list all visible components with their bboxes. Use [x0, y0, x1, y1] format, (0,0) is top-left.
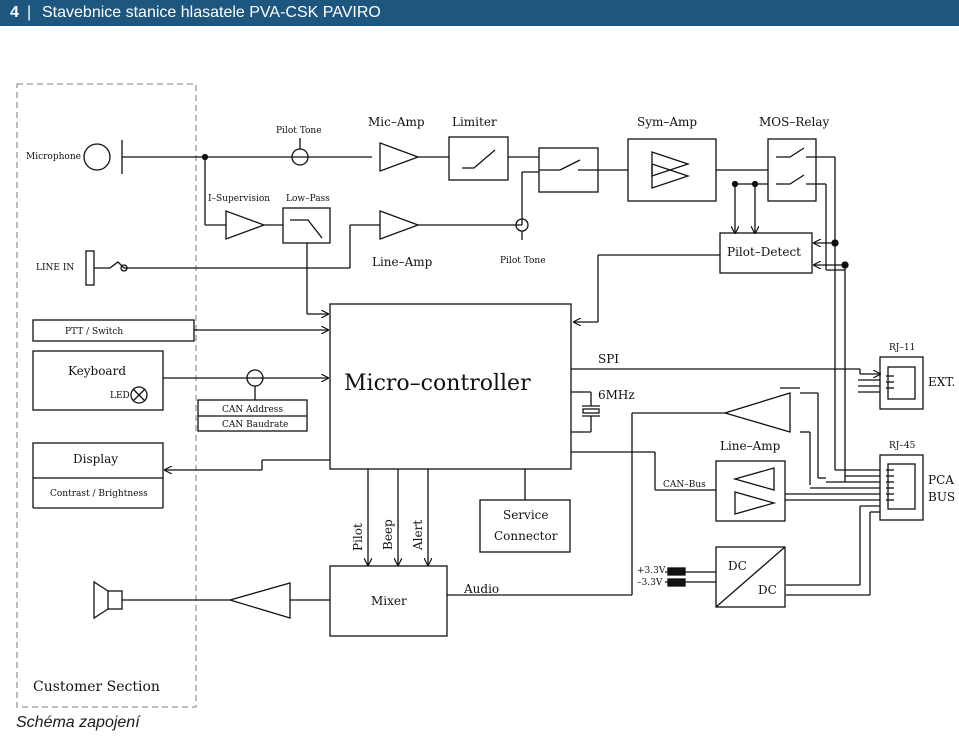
customer-section-region	[16, 83, 197, 708]
display-label: Display	[73, 452, 118, 466]
microcontroller-box	[329, 303, 572, 470]
ptt-switch-label: PTT / Switch	[65, 327, 123, 337]
output-amp-triangle	[227, 582, 291, 619]
microphone-symbol	[83, 143, 111, 171]
pilot-detect-box	[719, 232, 813, 274]
limiter-box	[448, 136, 509, 181]
bus-label: BUS	[928, 490, 955, 504]
page-header: 4 | Stavebnice stanice hlasatele PVA-CSK…	[0, 0, 959, 26]
i-supervision-triangle	[225, 210, 266, 240]
pilot-tone-mid-label: Pilot Tone	[500, 256, 546, 266]
i-supervision-label: I–Supervision	[208, 194, 270, 204]
contrast-label: Contrast / Brightness	[50, 489, 148, 499]
can-baudrate-label: CAN Baudrate	[222, 420, 288, 430]
customer-section-label: Customer Section	[33, 679, 160, 695]
keyboard-label: Keyboard	[68, 364, 126, 378]
figure-caption: Schéma zapojení	[16, 714, 140, 731]
page-title: Stavebnice stanice hlasatele PVA-CSK PAV…	[42, 4, 381, 21]
rj45-label: RJ–45	[889, 441, 916, 451]
pilot-tone-top-label: Pilot Tone	[276, 126, 322, 136]
sym-amp-label: Sym–Amp	[637, 115, 697, 129]
can-address-label: CAN Address	[222, 405, 283, 415]
line-amp-triangle	[379, 210, 420, 240]
led-icon	[130, 386, 148, 404]
can-bus-transceiver	[715, 460, 786, 522]
display-box	[32, 442, 164, 479]
audio-label: Audio	[463, 582, 499, 596]
dc-out-label: DC	[758, 583, 777, 597]
low-pass-label: Low–Pass	[286, 194, 330, 204]
line-amp-right-triangle	[722, 392, 791, 433]
keyboard-box	[32, 350, 164, 411]
can-bus-label: CAN–Bus	[663, 480, 706, 490]
rj11-label: RJ–11	[889, 343, 915, 353]
connector-label: Connector	[494, 529, 558, 543]
service-label: Service	[503, 508, 549, 522]
dcdc-converter	[715, 546, 786, 608]
mhz-label: 6MHz	[598, 388, 635, 402]
mos-relay-label: MOS–Relay	[759, 115, 829, 129]
limiter-label: Limiter	[452, 115, 497, 129]
alert-label: Alert	[411, 520, 425, 551]
mic-amp-triangle	[379, 142, 420, 172]
beep-label: Beep	[381, 519, 395, 550]
line-in-jack	[85, 250, 95, 286]
dc-in-label: DC	[728, 559, 747, 573]
pca-label: PCA	[928, 473, 954, 487]
low-pass-box	[282, 207, 331, 244]
rj11-connector	[879, 356, 924, 410]
v-minus-label: –3.3V	[637, 578, 663, 588]
mixer-label: Mixer	[371, 594, 407, 608]
line-in-label: LINE IN	[36, 263, 74, 273]
page-number: 4	[10, 4, 19, 21]
pilot-detect-label: Pilot–Detect	[727, 245, 801, 259]
header-separator: |	[27, 4, 32, 21]
microcontroller-label: Micro–controller	[344, 371, 531, 396]
microphone-label: Microphone	[26, 152, 81, 162]
v-plus-label: +3.3V	[637, 566, 666, 576]
spi-label: SPI	[598, 352, 619, 366]
line-amp-right-label: Line–Amp	[720, 439, 781, 453]
mic-amp-label: Mic–Amp	[368, 115, 425, 129]
mos-relay-box	[767, 138, 817, 202]
speaker-icon	[107, 590, 123, 610]
ext-label: EXT.	[928, 375, 955, 389]
pilot-label: Pilot	[351, 523, 365, 551]
led-label: LED	[110, 391, 130, 401]
line-amp-top-label: Line–Amp	[372, 255, 433, 269]
mixer-box	[329, 565, 448, 637]
